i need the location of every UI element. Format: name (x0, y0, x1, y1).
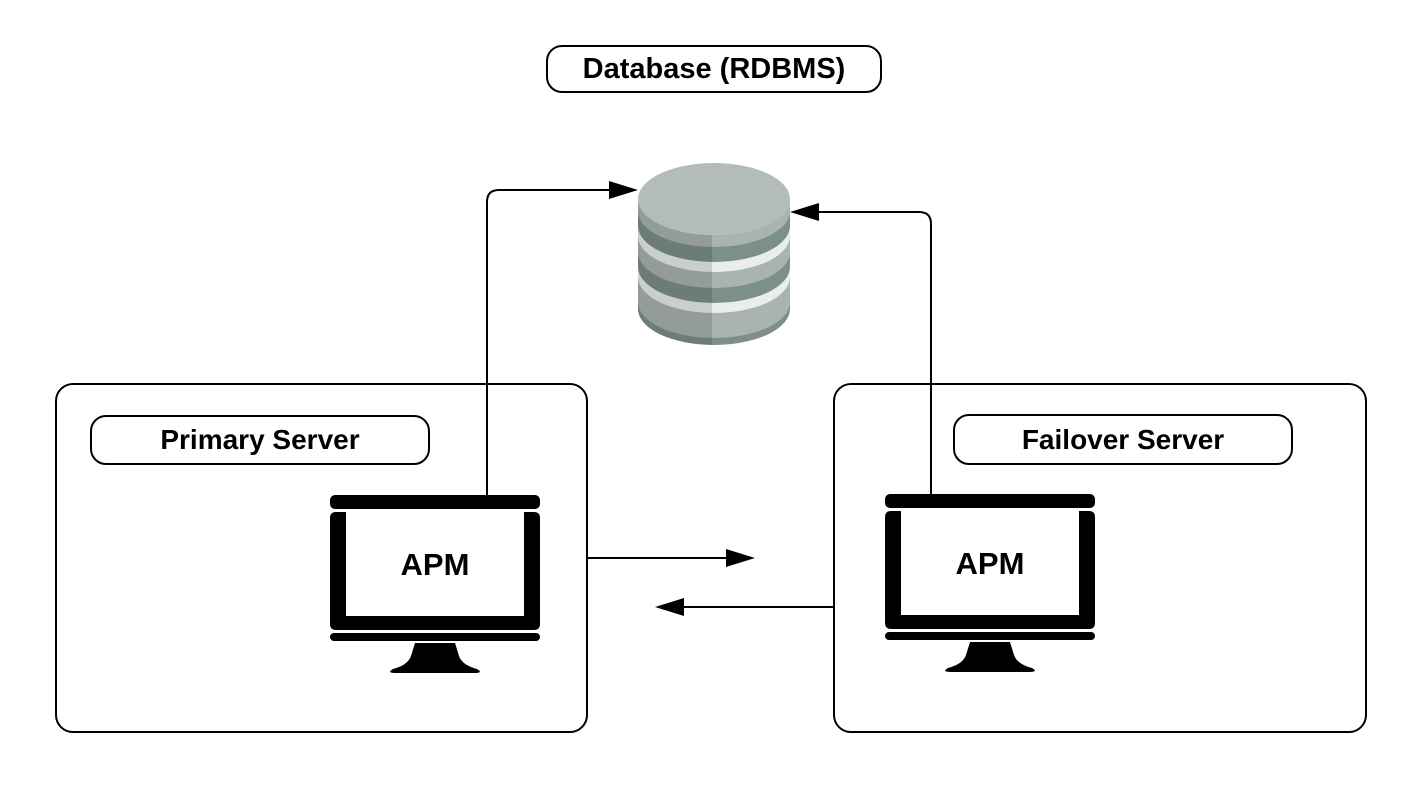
database-band-light (638, 267, 790, 313)
monitor-bottom-bar (885, 632, 1095, 640)
monitor-frame (330, 512, 540, 630)
arrowhead-left-icon (655, 598, 684, 616)
primary-apm-monitor-icon: APM (330, 495, 540, 673)
database-cylinder-icon (638, 163, 790, 345)
failover-apm-label: APM (956, 546, 1025, 581)
arrowhead-left-icon (790, 203, 819, 221)
monitor-frame (885, 511, 1095, 629)
monitor-stand (945, 642, 1035, 672)
monitor-top-bar (330, 495, 540, 509)
monitor-top-bar (885, 494, 1095, 508)
primary-server-label-pill: Primary Server (90, 415, 430, 465)
primary-server-label: Primary Server (160, 424, 360, 455)
database-bottom-rim (638, 302, 790, 345)
monitor-stand (390, 643, 480, 673)
failover-apm-monitor-icon: APM (885, 494, 1095, 672)
connector-primary-to-failover (588, 549, 755, 567)
connector-failover-to-primary (655, 598, 833, 616)
arrowhead-right-icon (609, 181, 638, 199)
database-band-dark (638, 211, 790, 262)
database-label: Database (RDBMS) (582, 52, 846, 85)
database-top (638, 163, 790, 235)
arrowhead-right-icon (726, 549, 755, 567)
monitor-bottom-bar (330, 633, 540, 641)
failover-server-label-pill: Failover Server (953, 414, 1293, 465)
database-band-light (638, 226, 790, 272)
database-band-dark (638, 252, 790, 303)
database-label-pill: Database (RDBMS) (546, 45, 882, 93)
primary-apm-label: APM (401, 547, 470, 582)
failover-server-label: Failover Server (1021, 423, 1225, 455)
